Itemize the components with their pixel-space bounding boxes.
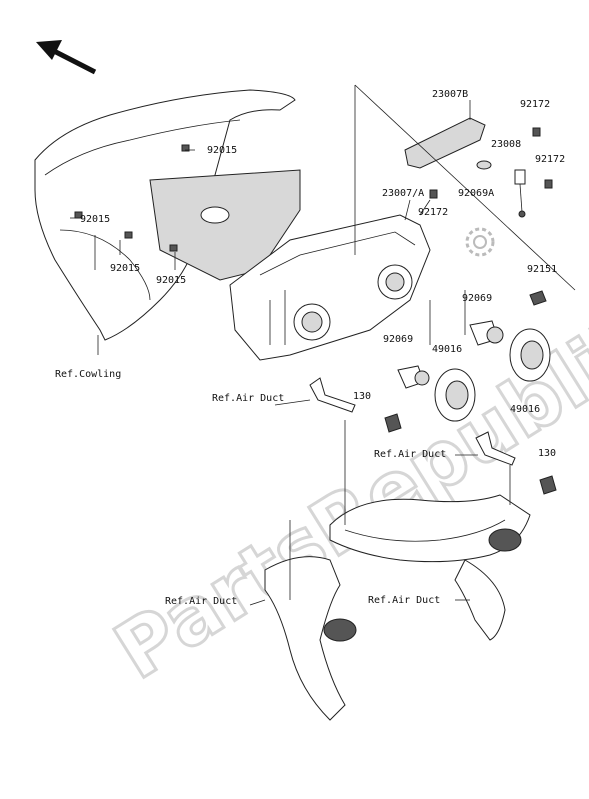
label-49016-a: 49016 — [432, 344, 462, 355]
label-130-a: 130 — [353, 391, 371, 402]
rubber-caps — [434, 328, 551, 422]
headlight-assembly — [229, 214, 431, 361]
screws — [429, 127, 553, 306]
upper-cowling — [34, 89, 301, 341]
label-92172-b: 92172 — [535, 154, 565, 165]
label-130-b: 130 — [538, 448, 556, 459]
label-ref-air-duct-3: Ref.Air Duct — [165, 596, 237, 607]
label-49016-b: 49016 — [510, 404, 540, 415]
air-ducts — [264, 494, 531, 721]
bulbs — [397, 320, 504, 389]
gear-icon — [465, 227, 495, 257]
label-ref-air-duct-2: Ref.Air Duct — [374, 449, 446, 460]
label-92069-a: 92069 — [462, 293, 492, 304]
label-23007a: 23007/A — [382, 188, 424, 199]
direction-arrow-icon — [36, 40, 97, 75]
label-92172-a: 92172 — [520, 99, 550, 110]
label-92015-c: 92015 — [110, 263, 140, 274]
label-92069-b: 92069 — [383, 334, 413, 345]
label-92015-b: 92015 — [80, 214, 110, 225]
label-23007b: 23007B — [432, 89, 468, 100]
label-92069a: 92069A — [458, 188, 494, 199]
label-ref-air-duct-4: Ref.Air Duct — [368, 595, 440, 606]
label-ref-cowling: Ref.Cowling — [55, 369, 121, 380]
label-92015-a: 92015 — [207, 145, 237, 156]
label-ref-air-duct-1: Ref.Air Duct — [212, 393, 284, 404]
duct-brackets — [309, 377, 557, 495]
label-92172-c: 92172 — [418, 207, 448, 218]
position-lamp-bracket — [404, 117, 526, 218]
label-92151: 92151 — [527, 264, 557, 275]
label-92015-d: 92015 — [156, 275, 186, 286]
label-23008: 23008 — [491, 139, 521, 150]
leader-lines — [70, 84, 576, 606]
